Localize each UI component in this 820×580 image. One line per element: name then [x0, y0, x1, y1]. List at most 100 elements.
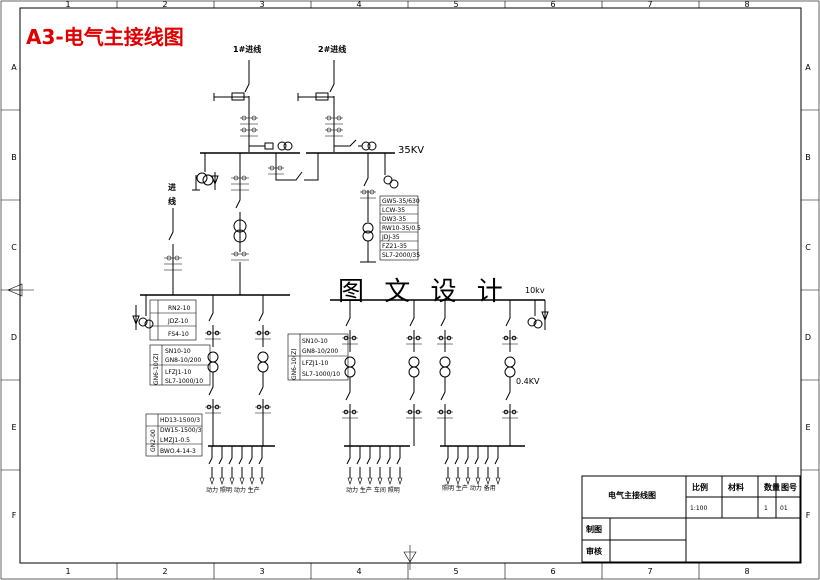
row-label-left: D — [11, 333, 17, 342]
equipment-item: GW5-35/630 — [382, 198, 420, 205]
transformer-winding — [214, 330, 220, 336]
equipment-box-low-left: GN2-00 HD13-1500/3 DW15-1500/3 LMZJ1-0.5… — [145, 413, 203, 457]
voltage-label-35kv: 35KV — [398, 145, 424, 156]
inner-frame — [19, 7, 802, 564]
equipment-box-mid-left: GN6-10(Z) SN10-10 GN8-10/200 LFZJ1-10 SL… — [149, 344, 211, 386]
row-label-left: C — [11, 243, 17, 252]
feeder-segment — [218, 446, 223, 478]
transformer-winding — [256, 330, 262, 336]
incoming-2-label: 2#进线 — [318, 44, 346, 54]
feeder-35kv-to-transformer — [231, 153, 249, 295]
transformer-winding — [257, 351, 269, 363]
transformer-winding — [438, 335, 444, 341]
transformer-winding — [511, 409, 517, 415]
feeder-segment — [208, 446, 213, 478]
row-label-right: A — [805, 63, 811, 72]
transformer-winding — [407, 335, 413, 341]
equipment-box-side-label: GN6-10(Z) — [153, 353, 160, 385]
col-label-bottom: 6 — [550, 567, 555, 576]
feeder-segment — [377, 477, 383, 485]
feeder-segment — [505, 300, 511, 352]
transformer-winding — [343, 409, 349, 415]
feeder-segment — [494, 446, 499, 478]
feeder-segment — [357, 477, 363, 485]
feeder-segment — [409, 377, 415, 446]
equipment-item: RW10-35/0.5 — [382, 225, 421, 232]
feeder-segment — [485, 477, 491, 485]
pt-10kv-right — [527, 300, 549, 330]
equipment-item: LCW-35 — [382, 207, 405, 214]
equipment-item: DW3-35 — [382, 216, 406, 223]
feeder-segment — [258, 446, 263, 478]
row-label-left: F — [12, 511, 17, 520]
equipment-item: LFZJ1-10 — [302, 360, 328, 367]
feeder-segment — [397, 477, 403, 485]
feeder-segment — [238, 446, 243, 478]
equipment-item: GN8-10/200 — [302, 348, 338, 355]
transformer-winding — [407, 409, 413, 415]
transformer-winding — [511, 335, 517, 341]
feeder-segment — [209, 477, 215, 485]
col-label-bottom: 3 — [259, 567, 264, 576]
row-label-right: E — [805, 423, 810, 432]
title-block-checked-by: 审核 — [586, 546, 602, 556]
feeder-segment — [495, 477, 501, 485]
row-label-right: F — [806, 511, 811, 520]
title-block-header: 比例 — [692, 482, 708, 492]
equipment-item: SN10-10 — [165, 348, 191, 355]
feeder-segment — [366, 446, 371, 478]
incoming-vertical-label-1: 进 — [168, 182, 176, 192]
row-label-right: C — [805, 243, 811, 252]
title-block-header: 材料 — [728, 482, 744, 492]
feeder-segment — [345, 300, 351, 352]
row-label-left: E — [11, 423, 16, 432]
transformer-winding — [415, 335, 421, 341]
transformer-winding — [206, 404, 212, 410]
voltage-label-10kv: 10kv — [525, 286, 545, 295]
equipment-item: BWO.4-14-3 — [160, 448, 196, 455]
feeder-segment — [396, 446, 401, 478]
equipment-box-side-label: GN2-00 — [150, 429, 157, 452]
transformer-winding — [351, 409, 357, 415]
transformer-winding — [408, 356, 420, 368]
col-label-top: 5 — [453, 0, 458, 9]
equipment-item: LFZJ1-10 — [165, 369, 191, 376]
col-label-bottom: 7 — [647, 567, 652, 576]
voltage-label-04kv: 0.4KV — [516, 377, 540, 386]
feeder-segment — [387, 477, 393, 485]
title-block-value: 1 — [764, 505, 768, 512]
feeder-segment — [465, 477, 471, 485]
title-block-header: 图号 — [781, 483, 797, 492]
transformer-winding — [344, 366, 356, 378]
pt-10kv-left — [132, 295, 154, 330]
transformer-winding — [207, 361, 219, 373]
feeder-segment — [249, 477, 255, 485]
feeder-segment — [208, 295, 214, 347]
feeder-segment — [475, 477, 481, 485]
feeder-labels-mid: 动力 生产 车间 照明 — [346, 486, 400, 494]
equipment-item: SN10-10 — [302, 338, 328, 345]
feeder-segment — [474, 446, 479, 478]
equipment-item: LMZJ1-0.5 — [160, 437, 190, 444]
equipment-box-left: RN2-10 JDZ-10 FS4-10 — [149, 299, 197, 341]
equipment-item: FZ21-35 — [382, 243, 407, 250]
title-block-drawing-name: 电气主接线图 — [608, 490, 656, 500]
feeder-segment — [440, 377, 446, 446]
row-label-left: B — [11, 153, 17, 162]
equipment-list-35kv: GW5-35/630 LCW-35 DW3-35 RW10-35/0.5 JDJ… — [379, 195, 421, 261]
transformer-winding — [446, 335, 452, 341]
title-block-value: 01 — [780, 505, 788, 512]
feeder-segment — [346, 446, 351, 478]
frame-column-labels: 1 2 3 4 5 6 7 8 1 2 3 4 5 6 7 8 — [65, 0, 750, 579]
incoming-1-label: 1#进线 — [233, 44, 261, 54]
transformer-winding — [415, 409, 421, 415]
feeder-segment — [386, 446, 391, 478]
feeder-segment — [259, 477, 265, 485]
equipment-item: RN2-10 — [168, 305, 190, 312]
bus-tie — [268, 153, 319, 181]
transformer-winding — [351, 335, 357, 341]
feeder-segment — [229, 477, 235, 485]
transformer-winding — [257, 361, 269, 373]
row-label-right: D — [805, 333, 811, 342]
frame-row-labels: A B C D E F A B C D E F — [1, 63, 819, 520]
